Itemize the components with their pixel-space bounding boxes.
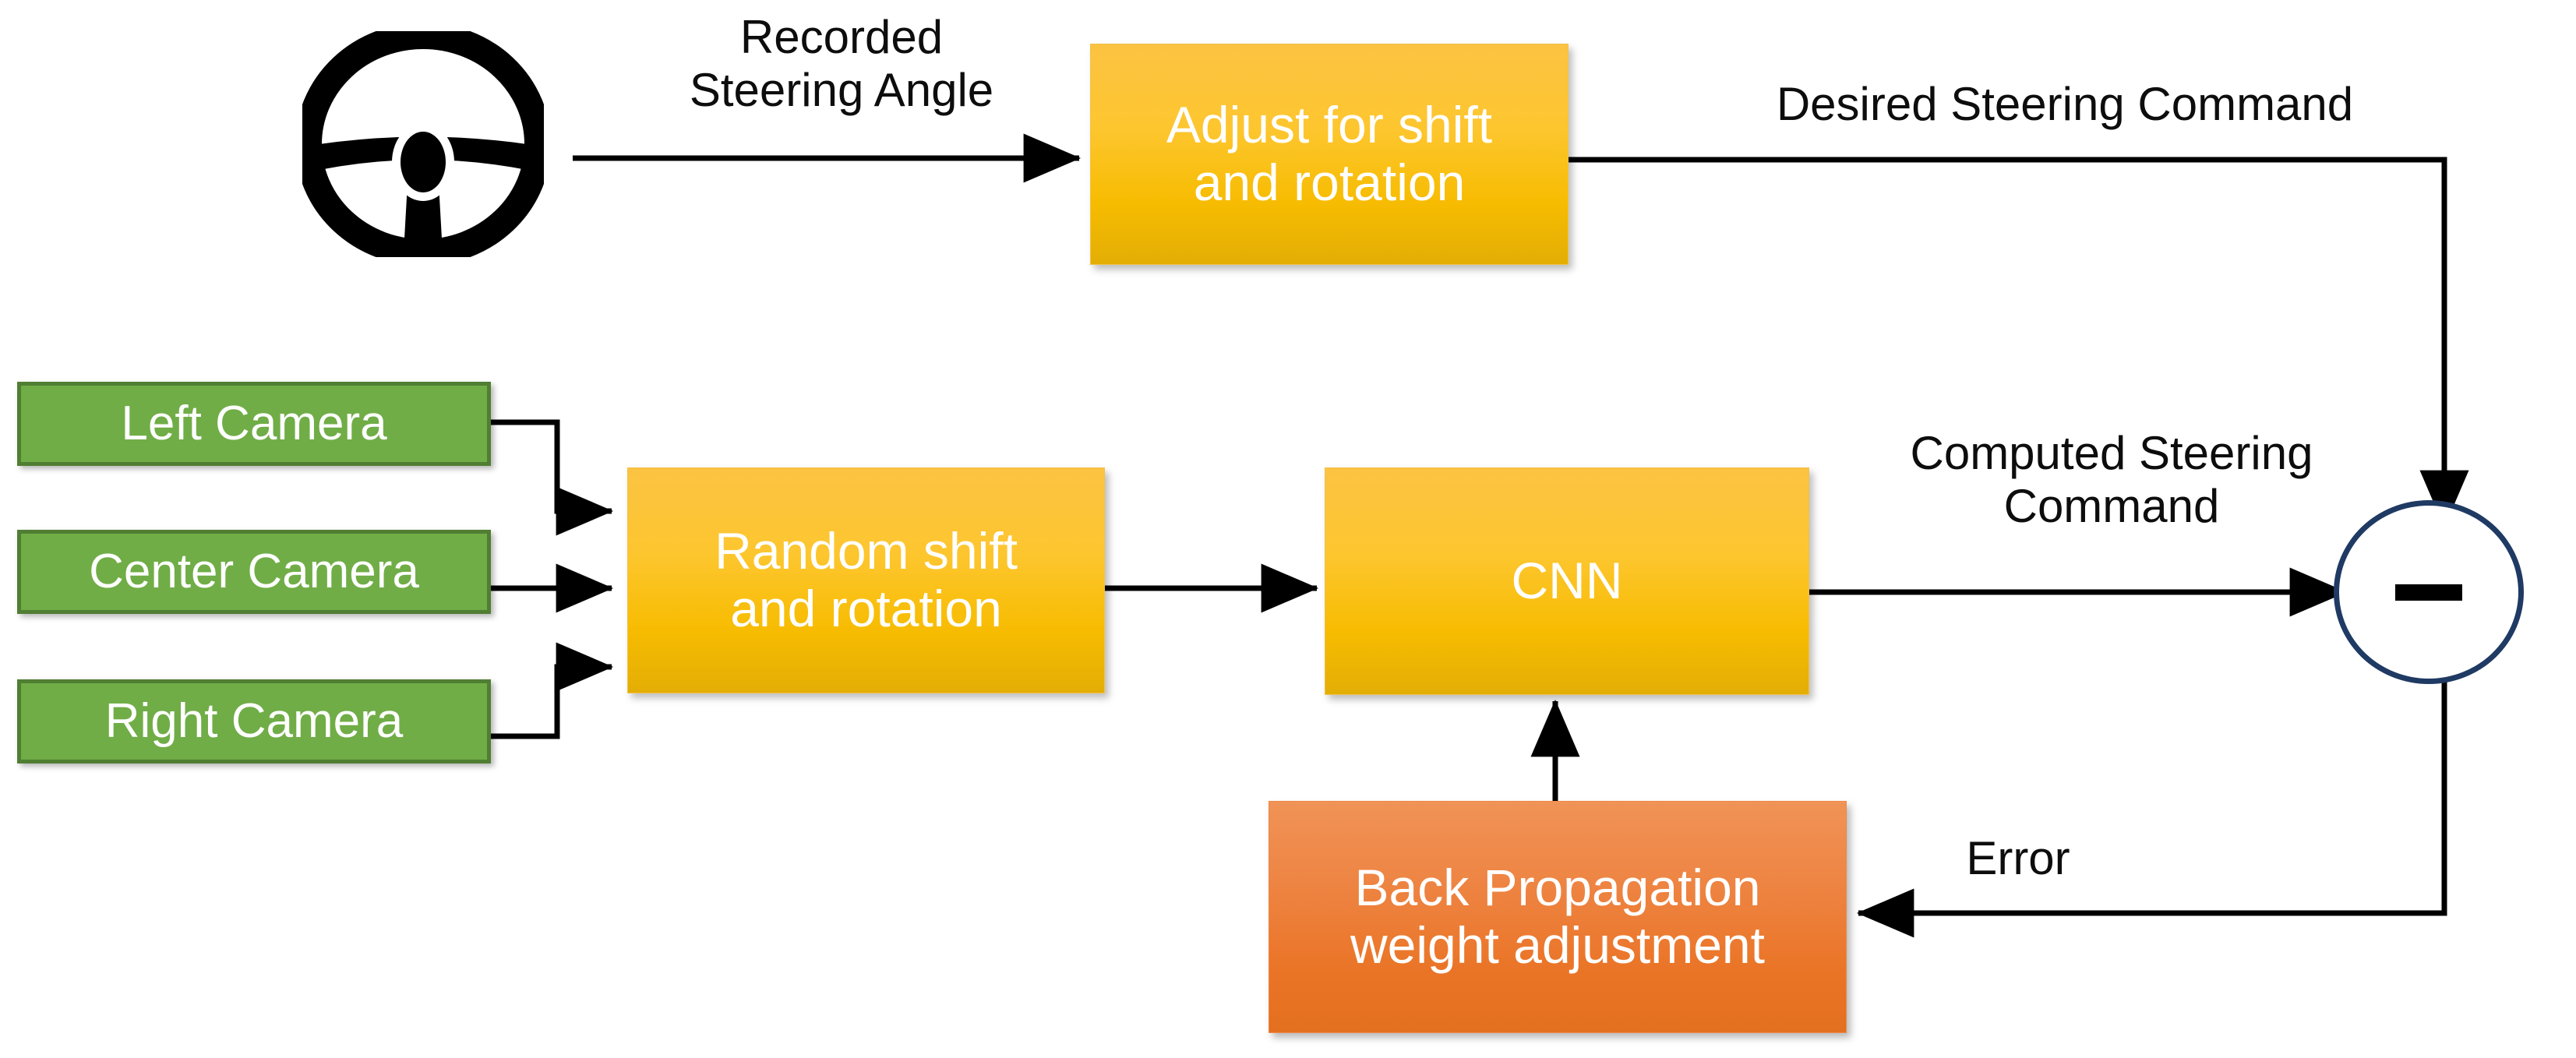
node-random-shift-and-rotation[interactable]: Random shift and rotation <box>627 467 1105 693</box>
node-center-camera[interactable]: Center Camera <box>17 530 491 614</box>
node-left-camera[interactable]: Left Camera <box>17 382 491 466</box>
node-right-camera[interactable]: Right Camera <box>17 679 491 764</box>
node-adjust-for-shift-and-rotation[interactable]: Adjust for shift and rotation <box>1090 44 1569 265</box>
node-sum-subtract[interactable] <box>2334 500 2524 684</box>
node-back-propagation-weight-adjustment[interactable]: Back Propagation weight adjustment <box>1269 801 1847 1033</box>
steering-wheel-icon <box>295 23 551 266</box>
edge-right-camera-to-random-shift <box>489 642 614 739</box>
edge-left-camera-to-random-shift <box>489 419 614 536</box>
label-desired-steering-command: Desired Steering Command <box>1776 78 2354 130</box>
label-recorded-steering-angle: Recorded Steering Angle <box>689 11 994 117</box>
label-error: Error <box>1966 832 2070 884</box>
minus-icon <box>2395 584 2462 601</box>
label-computed-steering-command: Computed Steering Command <box>1910 427 2313 533</box>
node-cnn[interactable]: CNN <box>1325 467 1809 695</box>
